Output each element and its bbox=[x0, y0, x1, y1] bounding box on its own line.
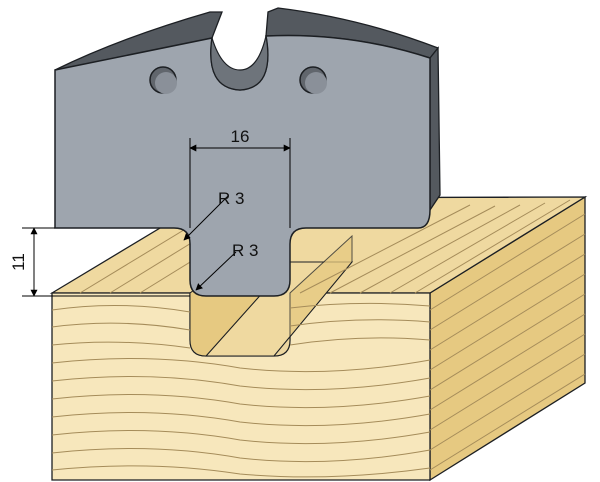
lower-radius-leader bbox=[195, 251, 237, 291]
wood-grain-front bbox=[51, 302, 431, 478]
upper-radius-leader bbox=[183, 195, 229, 241]
cutter-blade bbox=[54, 7, 441, 297]
blade-side-bevel bbox=[429, 46, 441, 213]
dimension-lines bbox=[22, 138, 291, 297]
groove-width-label: 16 bbox=[231, 127, 250, 146]
mounting-holes bbox=[149, 66, 327, 94]
groove-depth-label: 11 bbox=[9, 253, 28, 271]
lower-radius-label: R 3 bbox=[232, 241, 258, 260]
wood-grain-side bbox=[429, 213, 586, 471]
upper-radius-label: R 3 bbox=[218, 189, 244, 208]
wood-block bbox=[49, 195, 588, 482]
blade-notch bbox=[210, 35, 269, 91]
